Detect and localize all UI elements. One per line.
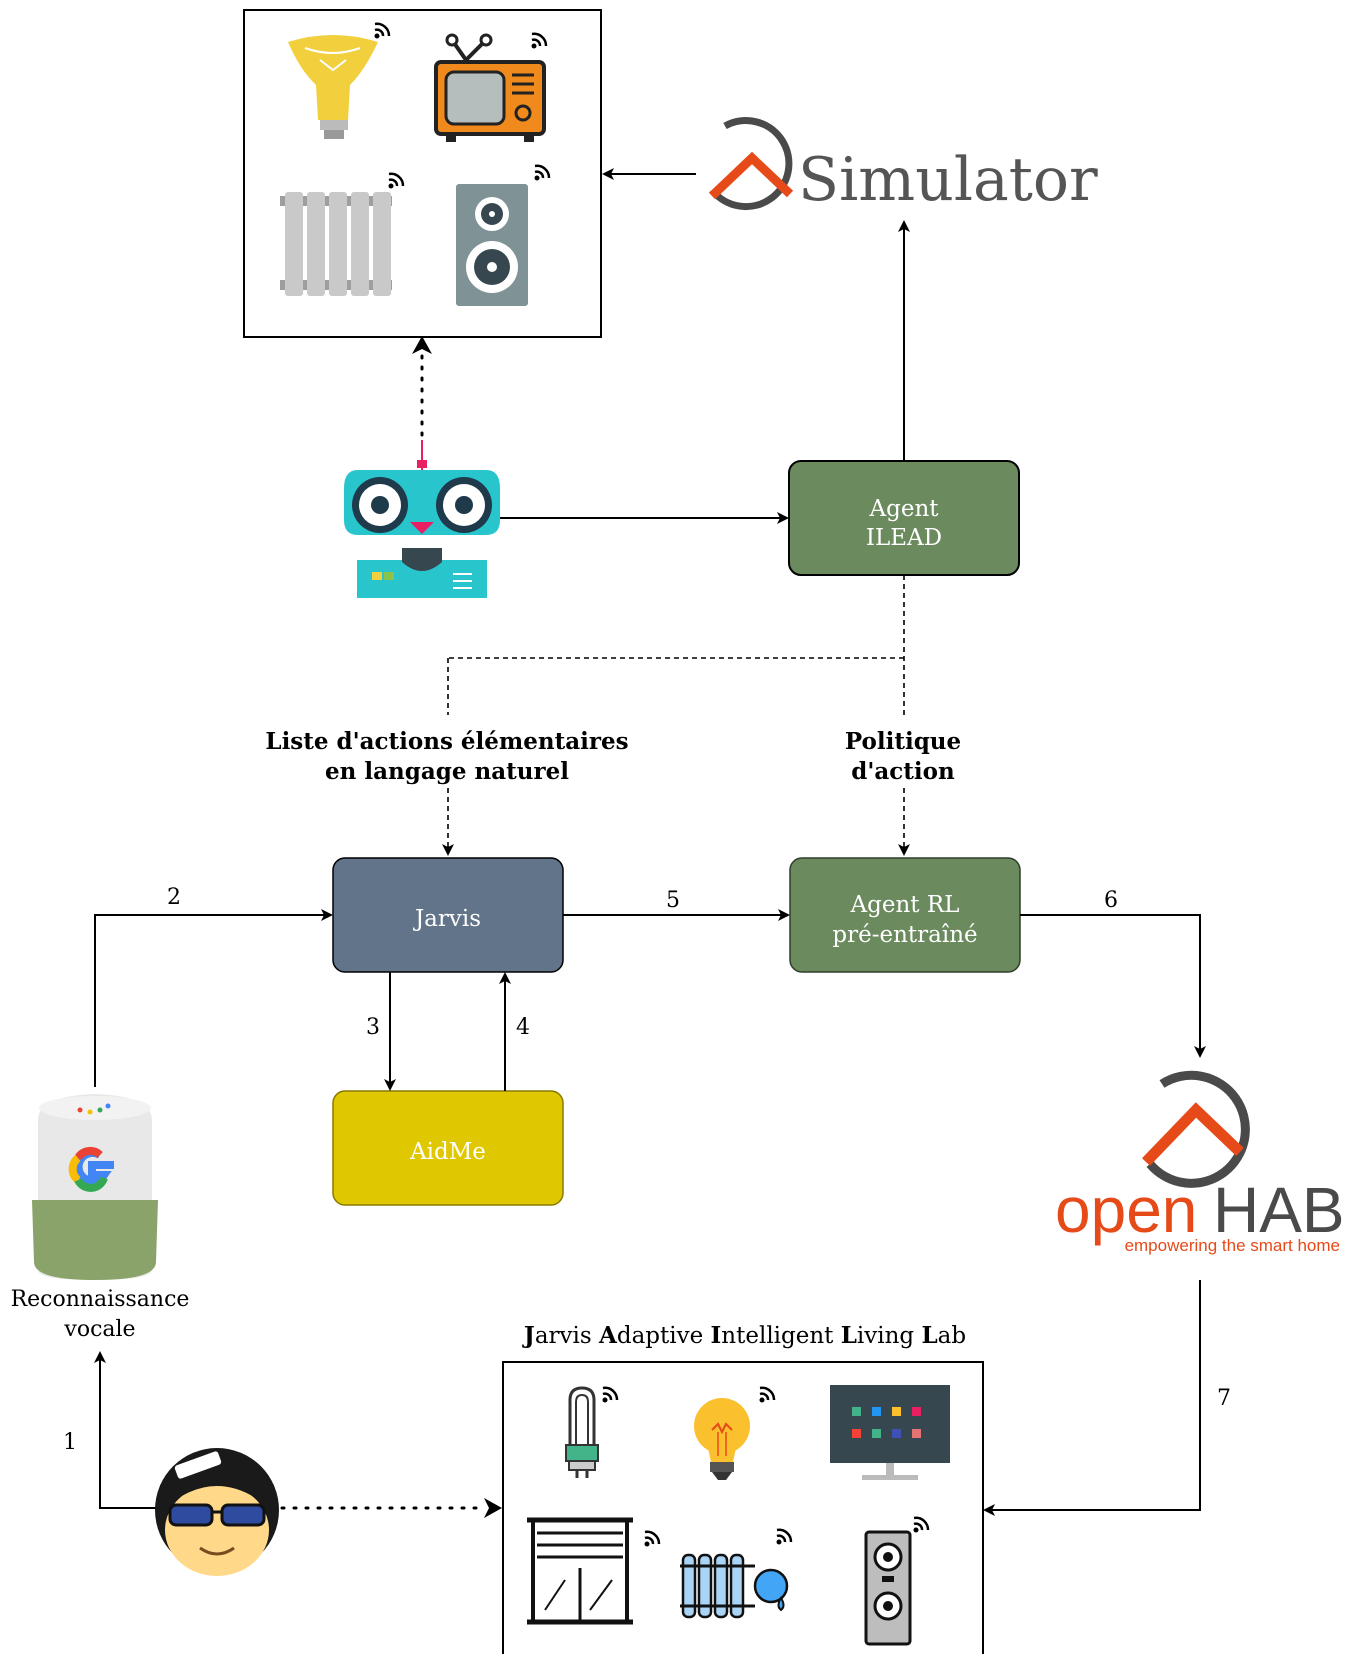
lab-title-part: iving bbox=[857, 1323, 922, 1349]
lab-title-part: daptive bbox=[617, 1323, 711, 1349]
lab-title-part: L bbox=[841, 1322, 857, 1349]
robot-icon bbox=[344, 440, 500, 598]
radiator-icon bbox=[280, 192, 392, 296]
jarvis-label: Jarvis bbox=[413, 906, 481, 932]
smart-tv-icon bbox=[830, 1385, 950, 1480]
policy-label-line2: d'action bbox=[851, 758, 955, 785]
agent-rl-box: Agent RL pré-entraîné bbox=[789, 857, 1021, 973]
lab-title-part: L bbox=[921, 1322, 937, 1349]
openhab-open: open bbox=[1055, 1174, 1197, 1246]
aidme-label: AidMe bbox=[409, 1139, 486, 1165]
lab-title-part: I bbox=[711, 1322, 722, 1349]
lab-title-part: ab bbox=[938, 1323, 966, 1349]
openhab-tagline: empowering the smart home bbox=[1125, 1236, 1340, 1255]
voice-label-line1: Reconnaissance bbox=[11, 1287, 190, 1312]
agent-rl-line2: pré-entraîné bbox=[832, 922, 977, 948]
living-lab-box bbox=[502, 1361, 984, 1654]
agent-ilead-box: Agent ILEAD bbox=[788, 460, 1020, 576]
wifi-icon bbox=[534, 164, 551, 181]
arrowhead bbox=[484, 1498, 502, 1518]
openhab-logo: open HAB empowering the smart home bbox=[1055, 1070, 1345, 1255]
simulator-title: Simulator bbox=[798, 145, 1098, 215]
edge-label-1: 1 bbox=[63, 1430, 77, 1455]
flow-arrows bbox=[94, 909, 1206, 1516]
wifi-icon bbox=[602, 1386, 619, 1403]
lamp-icon bbox=[288, 35, 378, 139]
policy-label-line1: Politique bbox=[845, 728, 961, 755]
tv-icon bbox=[434, 33, 546, 142]
lab-title-part: ntelligent bbox=[721, 1323, 840, 1349]
edge-label-3: 3 bbox=[366, 1015, 380, 1040]
dashed-connectors bbox=[442, 575, 910, 856]
simulator-logo: Simulator bbox=[708, 117, 1098, 215]
google-home-icon bbox=[32, 1094, 158, 1280]
agent-rl-line1: Agent RL bbox=[850, 892, 960, 918]
cfl-bulb-icon bbox=[565, 1386, 599, 1478]
actions-label-line2: en langage naturel bbox=[325, 758, 569, 785]
wifi-icon bbox=[644, 1530, 661, 1547]
jarvis-box: Jarvis bbox=[332, 857, 564, 973]
edge-label-6: 6 bbox=[1104, 888, 1118, 913]
speaker-icon bbox=[456, 184, 528, 306]
edge-label-7: 7 bbox=[1217, 1386, 1231, 1411]
edge-label-5: 5 bbox=[666, 888, 680, 913]
lightbulb-icon bbox=[694, 1398, 750, 1480]
lab-title-part: J bbox=[522, 1322, 535, 1349]
edge-label-4: 4 bbox=[516, 1015, 530, 1040]
lab-title-part: A bbox=[598, 1322, 618, 1349]
window-blind-icon bbox=[527, 1517, 633, 1625]
wifi-icon bbox=[374, 22, 391, 39]
thermostat-radiator-icon bbox=[680, 1553, 789, 1619]
simulated-devices-box bbox=[243, 9, 602, 338]
edge-label-2: 2 bbox=[167, 885, 181, 910]
agent-ilead-line1: Agent bbox=[869, 496, 940, 522]
wifi-icon bbox=[776, 1528, 793, 1545]
openhab-hab: HAB bbox=[1213, 1174, 1345, 1246]
actions-label-line1: Liste d'actions élémentaires bbox=[265, 728, 628, 755]
arrowhead bbox=[412, 336, 432, 354]
user-icon bbox=[155, 1448, 279, 1576]
wifi-icon bbox=[913, 1516, 930, 1533]
lab-title-part: arvis bbox=[535, 1323, 599, 1349]
wifi-icon bbox=[531, 32, 548, 49]
agent-ilead-line2: ILEAD bbox=[866, 525, 942, 551]
voice-label-line2: vocale bbox=[63, 1317, 135, 1342]
wifi-icon bbox=[759, 1386, 776, 1403]
living-lab-title: Jarvis Adaptive Intelligent Living Lab bbox=[522, 1322, 966, 1349]
tower-speaker-icon bbox=[864, 1530, 912, 1646]
wifi-icon bbox=[388, 172, 405, 189]
aidme-box: AidMe bbox=[332, 1090, 564, 1206]
